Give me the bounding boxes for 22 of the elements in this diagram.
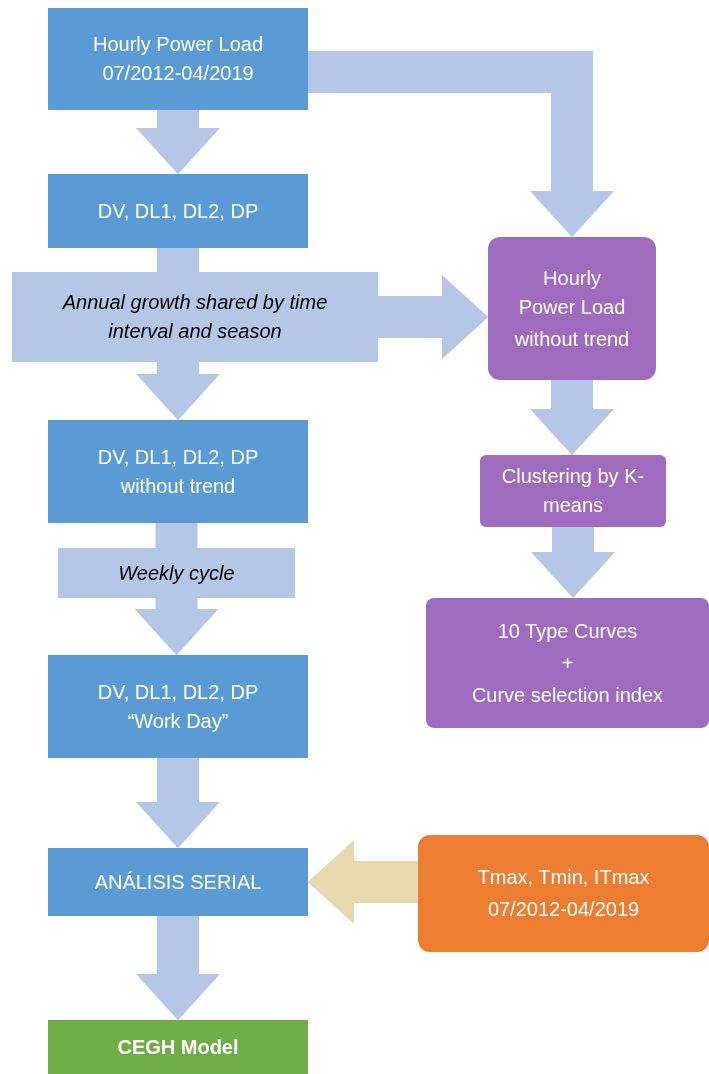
process-box: DV, DL1, DL2, DP (48, 174, 308, 248)
block-arrow (531, 527, 615, 599)
block-arrow (136, 758, 220, 849)
block-arrow (134, 598, 219, 656)
block-arrow (378, 275, 489, 359)
process-box: DV, DL1, DL2, DP without trend (48, 420, 308, 523)
result-box: CEGH Model (48, 1020, 308, 1074)
process-box: ANÁLISIS SERIAL (48, 848, 308, 916)
block-arrow (136, 916, 220, 1021)
arrow-band: Weekly cycle (58, 548, 295, 598)
block-arrow (136, 110, 220, 175)
block-arrow (530, 380, 614, 456)
input-box: Tmax, Tmin, ITmax 07/2012-04/2019 (418, 835, 709, 952)
block-arrow (307, 840, 418, 924)
process-box: Hourly Power Load without trend (488, 237, 656, 380)
block-arrow (308, 51, 614, 238)
process-box: Clustering by K-means (480, 455, 666, 527)
process-box: Hourly Power Load 07/2012-04/2019 (48, 8, 308, 110)
process-box: DV, DL1, DL2, DP “Work Day” (48, 655, 308, 758)
block-arrow (136, 362, 220, 421)
process-box: 10 Type Curves + Curve selection index (426, 598, 709, 728)
arrow-band: Annual growth shared by time interval and season (12, 272, 378, 362)
